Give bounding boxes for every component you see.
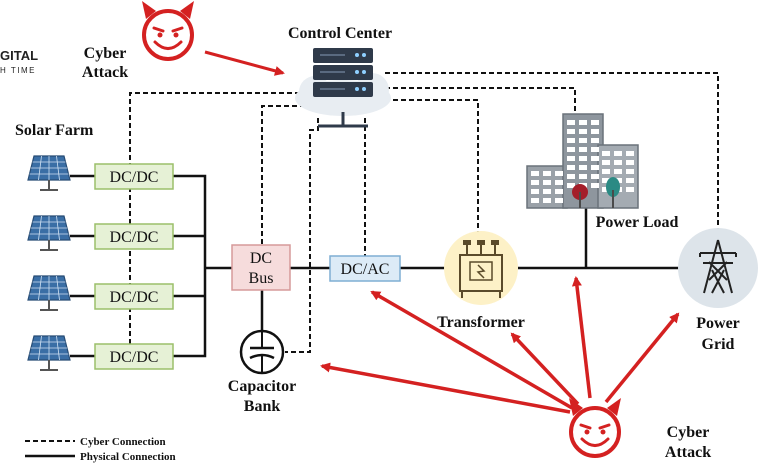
dcdc-label-4: DC/DC	[110, 349, 159, 366]
solar-panel-icon	[27, 335, 71, 371]
dcdc-label-2: DC/DC	[110, 229, 159, 246]
cyber-attack-bottom-label-line1: Cyber	[667, 424, 710, 441]
dcdc-box-3: DC/DC	[94, 283, 174, 310]
dcdc-label-3: DC/DC	[110, 289, 159, 306]
attack-arrow-power-load	[571, 276, 592, 399]
watermark-line2: H TIME	[0, 66, 36, 75]
control-center-label: Control Center	[288, 25, 392, 42]
capacitor-label-line1: Capacitor	[228, 378, 296, 395]
transformer-icon	[444, 231, 518, 305]
solar-panel-icon	[27, 155, 71, 191]
attack-arrow-transformer	[510, 332, 580, 406]
power-grid-label-line2: Grid	[702, 336, 735, 353]
capacitor-icon	[239, 329, 285, 375]
cyber-attack-top-label-line1: Cyber	[84, 45, 127, 62]
devil-face-icon	[142, 1, 194, 61]
attack-arrows	[320, 276, 680, 414]
power-grid-label-line1: Power	[696, 315, 740, 332]
capacitor-label-line2: Bank	[244, 398, 281, 415]
attack-arrow-dcac	[370, 290, 573, 410]
physical-connections	[70, 174, 680, 358]
dc-bus-label-line2: Bus	[249, 270, 274, 287]
dc-bus-box: DC Bus	[231, 244, 291, 291]
dcdc-box-4: DC/DC	[94, 343, 174, 370]
dcdc-box-2: DC/DC	[94, 223, 174, 250]
solar-panel-icon	[27, 215, 71, 251]
solar-farm-label: Solar Farm	[15, 122, 94, 139]
attack-arrow-power-grid	[604, 312, 680, 404]
dcdc-label-1: DC/DC	[110, 169, 159, 186]
dcdc-box-1: DC/DC	[94, 163, 174, 190]
attack-arrow-capacitor	[320, 362, 571, 414]
dcac-box: DC/AC	[329, 255, 401, 282]
building-icon	[526, 113, 639, 209]
cyber-attack-top-label-line2: Attack	[82, 64, 128, 81]
transmission-tower-icon	[678, 228, 758, 308]
legend-physical-label: Physical Connection	[80, 451, 176, 463]
dc-bus-label-line1: DC	[250, 250, 272, 267]
watermark-line1: GITAL	[0, 48, 38, 63]
attack-arrow-control-center	[204, 50, 285, 76]
dcac-label: DC/AC	[341, 261, 390, 278]
devil-face-icon	[569, 398, 621, 458]
legend-cyber-label: Cyber Connection	[80, 436, 166, 448]
transformer-label: Transformer	[437, 314, 525, 331]
legend: Cyber Connection Physical Connection	[25, 436, 176, 463]
solar-panel-icon	[27, 275, 71, 311]
power-load-label: Power Load	[596, 214, 679, 231]
server-cloud-icon	[295, 48, 391, 128]
solar-panels	[27, 155, 71, 371]
cyber-attack-bottom-label-line2: Attack	[665, 444, 711, 461]
